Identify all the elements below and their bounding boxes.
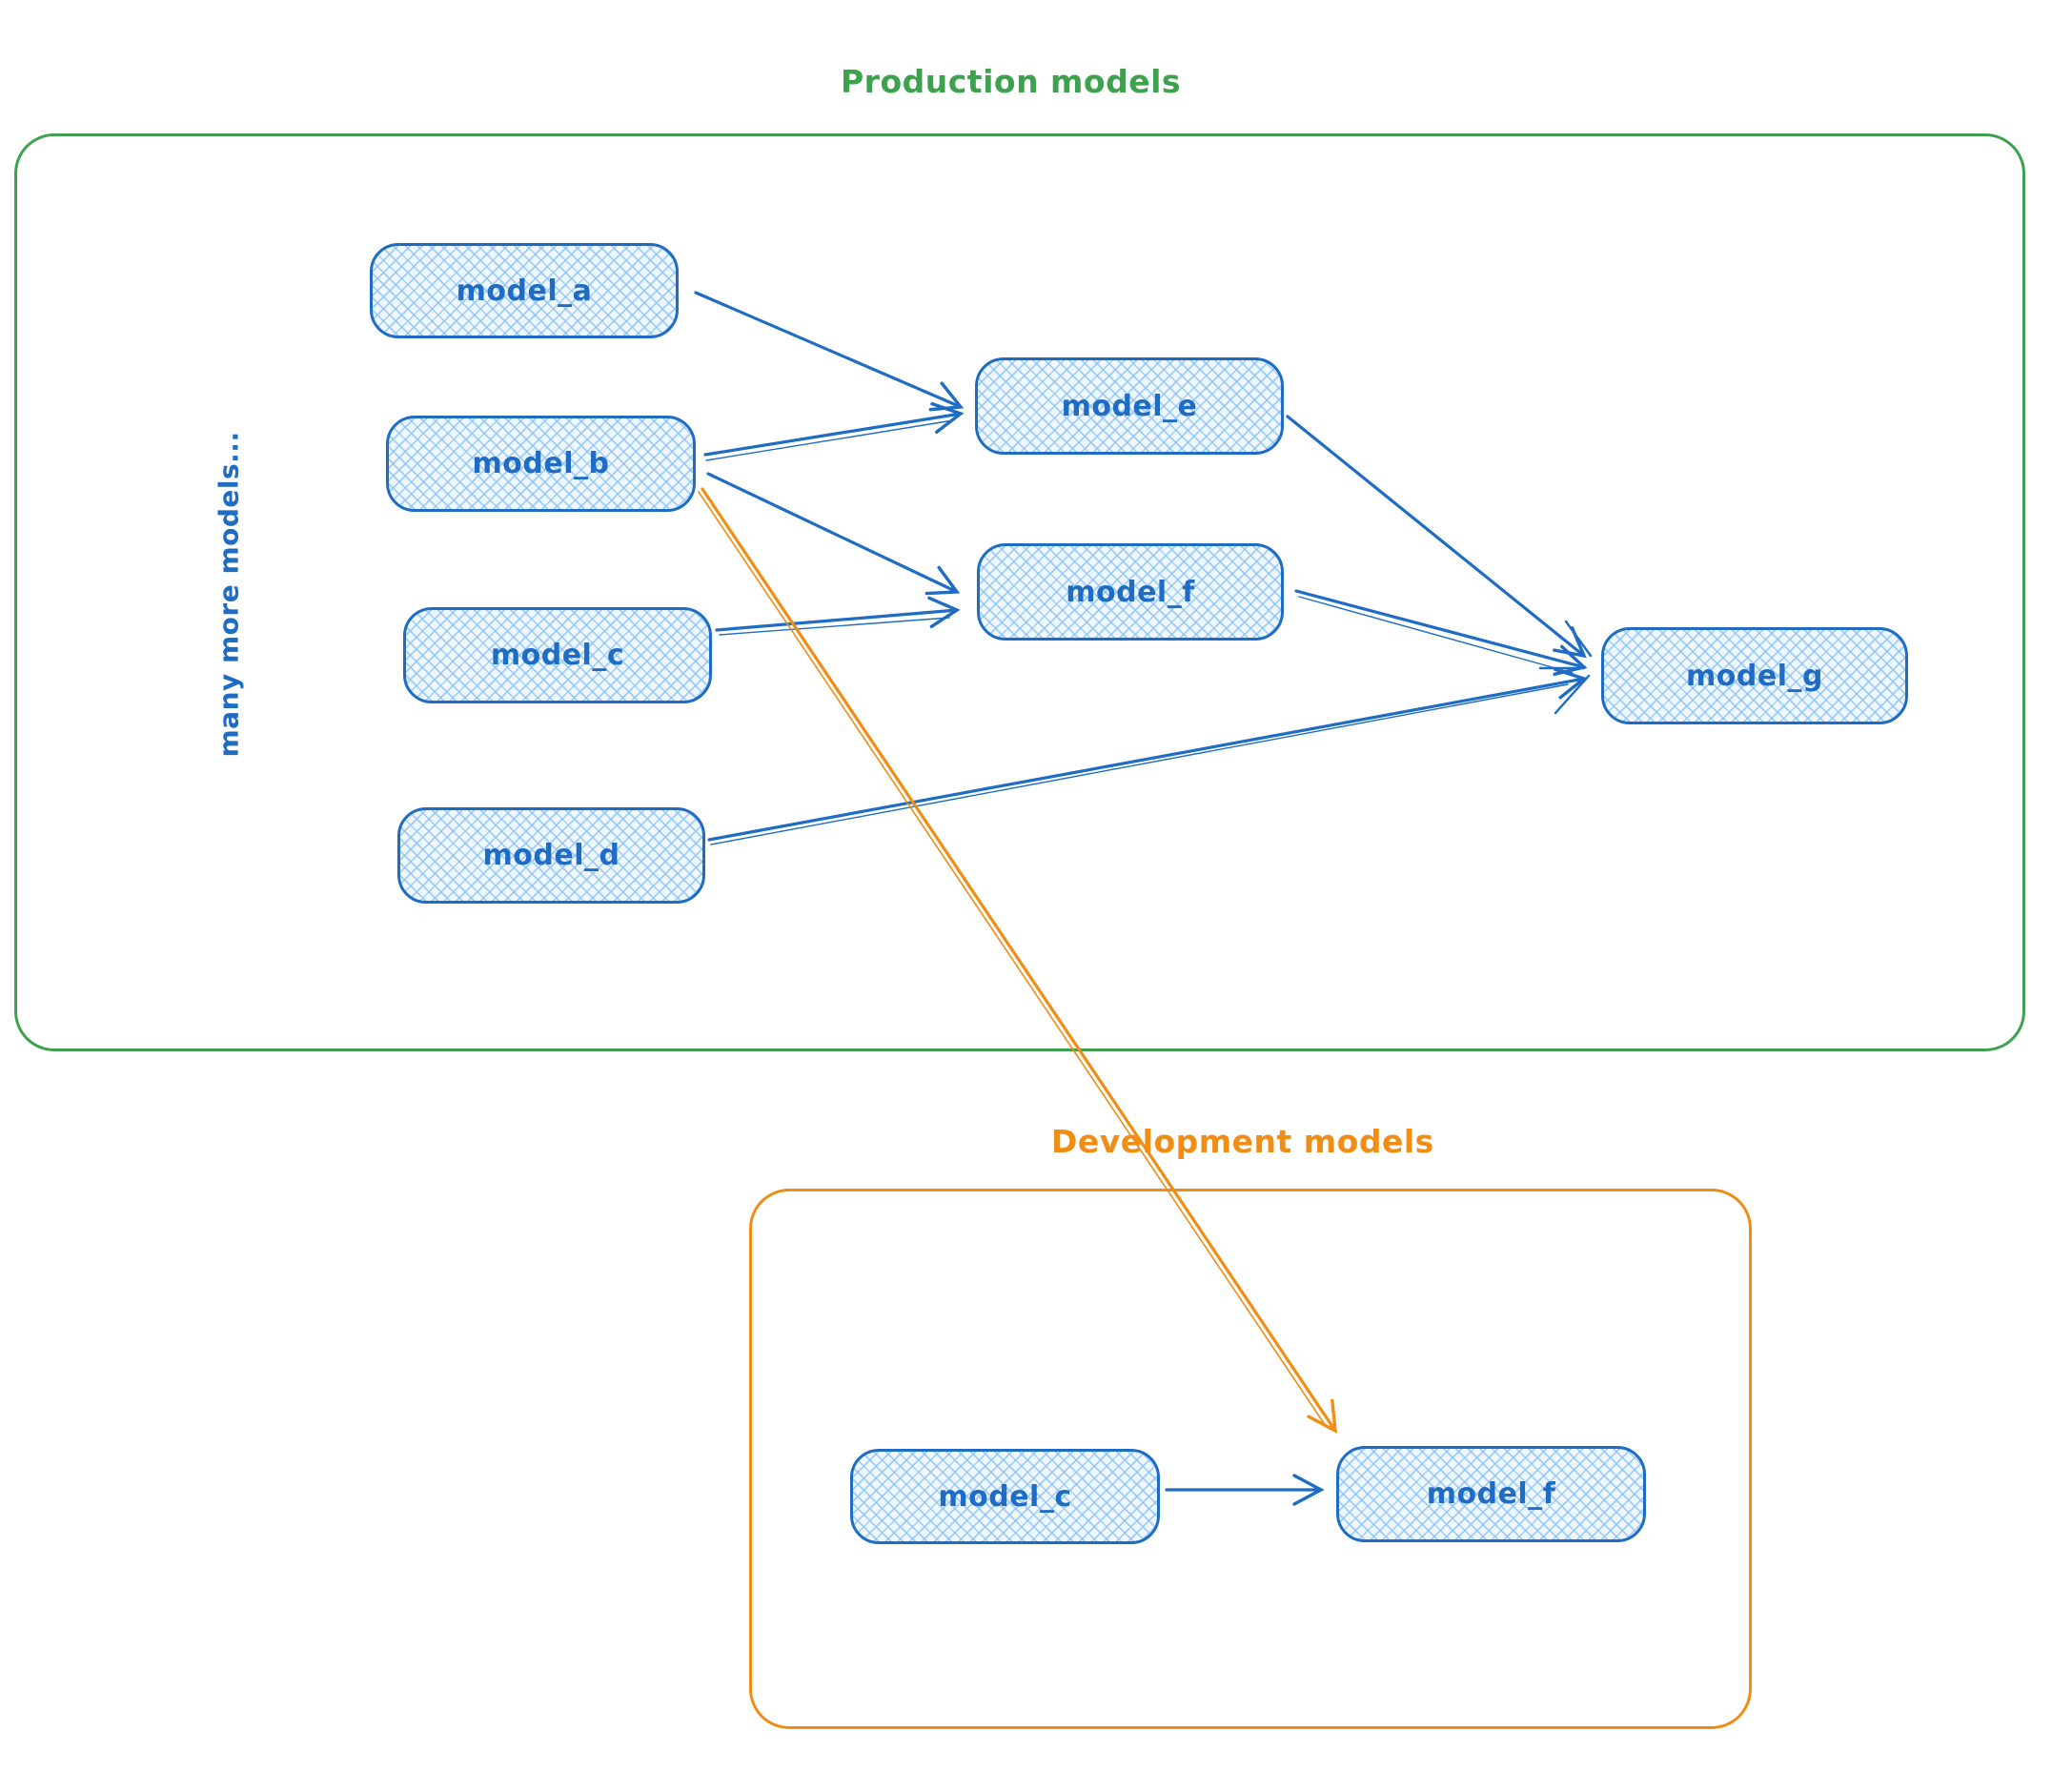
node-model-c-label: model_c [490,639,625,672]
node-model-f-label: model_f [1066,575,1195,609]
node-model-a-label: model_a [456,274,593,308]
node-model-e-label: model_e [1061,389,1198,423]
development-group-title: Development models [1051,1123,1434,1160]
node-model-b-label: model_b [472,447,610,480]
node-model-d: model_d [397,807,705,904]
node-model-b: model_b [386,416,696,512]
node-model-a: model_a [370,243,679,338]
node-dev-model-f: model_f [1336,1446,1646,1542]
node-model-e: model_e [975,357,1284,455]
node-model-c: model_c [403,607,712,703]
node-dev-model-c-label: model_c [938,1479,1072,1514]
node-model-f: model_f [977,543,1284,641]
many-more-models-label: many more models... [213,431,245,758]
node-model-g-label: model_g [1686,659,1823,693]
node-model-d-label: model_d [482,839,620,872]
node-dev-model-f-label: model_f [1426,1477,1556,1511]
node-dev-model-c: model_c [850,1449,1160,1544]
node-model-g: model_g [1601,627,1908,724]
production-group-title: Production models [841,63,1182,100]
